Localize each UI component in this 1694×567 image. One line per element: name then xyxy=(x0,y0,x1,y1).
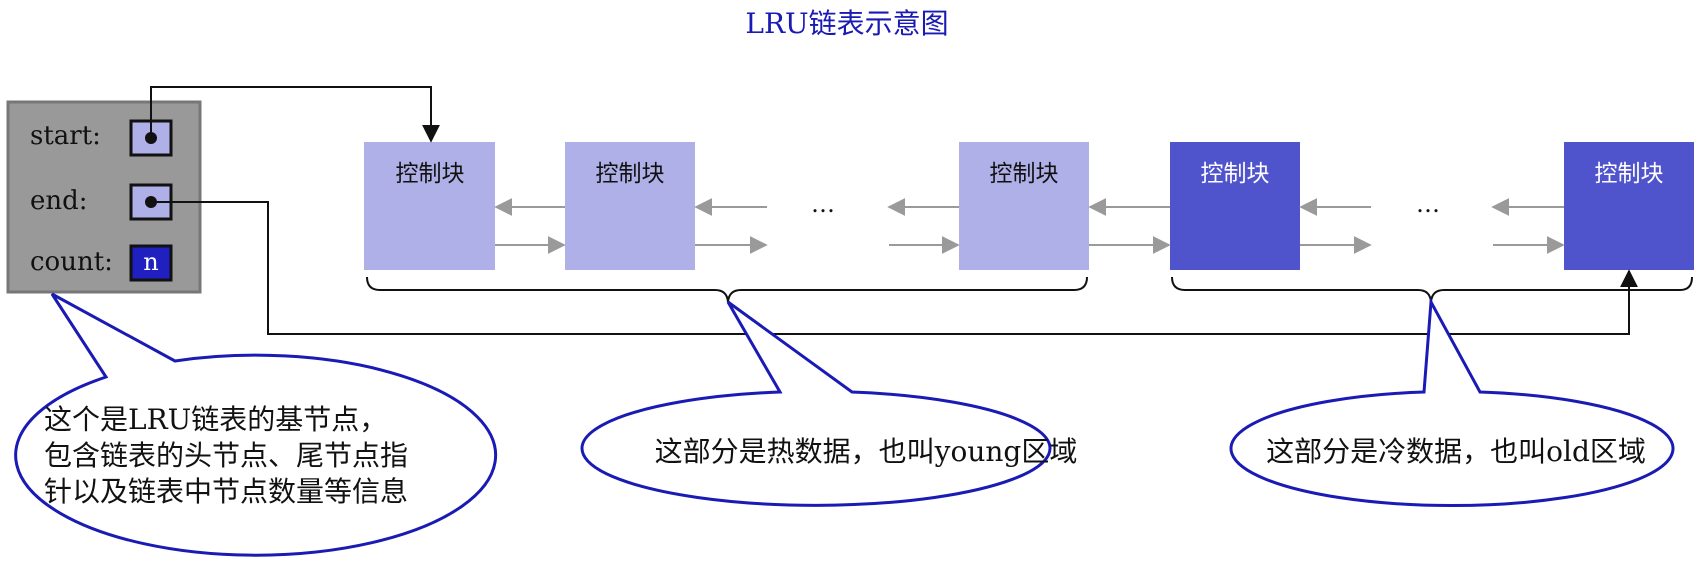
control-block-young-1 xyxy=(364,142,495,270)
control-block-young-3 xyxy=(959,142,1089,270)
base-node-callout-bubble xyxy=(14,292,498,557)
old-region-brace xyxy=(1171,276,1693,303)
diagram-title: LRU链表示意图 xyxy=(745,7,949,40)
count-field-label: count: xyxy=(30,247,113,277)
control-block-label: 控制块 xyxy=(1594,161,1664,187)
control-block-young-2 xyxy=(565,142,695,270)
control-block-old-1 xyxy=(1170,142,1300,270)
young-callout-text: 这部分是热数据，也叫young区域 xyxy=(654,435,1078,468)
start-pointer-line xyxy=(150,86,440,143)
young-ellipsis: … xyxy=(811,190,835,218)
control-block-old-2 xyxy=(1564,142,1694,270)
control-block-label: 控制块 xyxy=(595,161,665,187)
count-cell xyxy=(129,244,173,282)
young-callout-bubble xyxy=(580,300,1052,507)
link-arrows xyxy=(494,198,1565,254)
young-region-brace xyxy=(366,276,1088,303)
control-block-label: 控制块 xyxy=(989,161,1059,187)
base-node-callout-line-3: 针以及链表中节点数量等信息 xyxy=(44,475,409,508)
count-value: n xyxy=(143,248,159,276)
old-callout-text: 这部分是冷数据，也叫old区域 xyxy=(1266,435,1646,468)
start-field-label: start: xyxy=(30,121,101,151)
control-block-label: 控制块 xyxy=(395,161,465,187)
base-node-callout-line-1: 这个是LRU链表的基节点， xyxy=(44,403,388,436)
end-pointer-line xyxy=(151,201,1638,335)
end-field-label: end: xyxy=(30,186,88,216)
control-block-label: 控制块 xyxy=(1200,161,1270,187)
old-callout-bubble xyxy=(1229,296,1675,508)
base-node-callout-line-2: 包含链表的头节点、尾节点指 xyxy=(44,439,409,472)
old-ellipsis: … xyxy=(1416,190,1440,218)
